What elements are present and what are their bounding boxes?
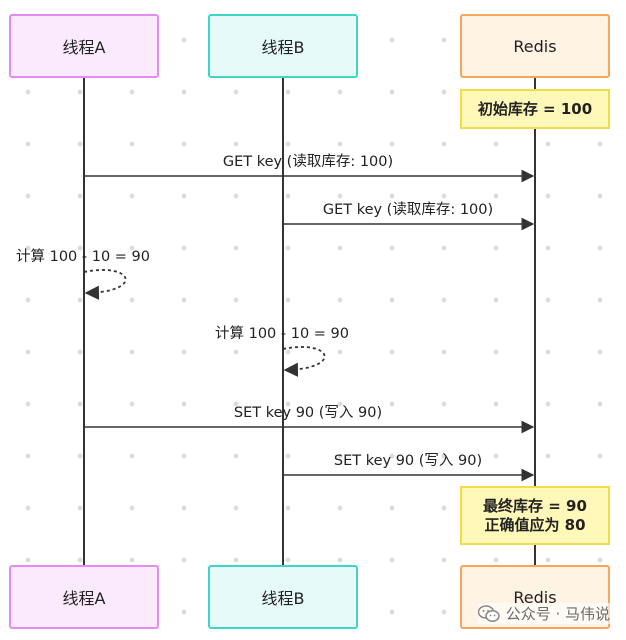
- message-label-6: SET key 90 (写入 90): [333, 453, 483, 469]
- note-final-stock: 最终库存 = 90 正确值应为 80: [460, 486, 610, 545]
- participant-label: 线程A: [62, 589, 106, 608]
- self-message-arrow-4: [282, 346, 326, 377]
- note-initial-stock: 初始库存 = 100: [460, 89, 610, 129]
- self-message-arrow-3: [83, 269, 127, 300]
- note-text-line2: 正确值应为 80: [484, 515, 586, 534]
- message-label-4: 计算 100 - 10 = 90: [215, 326, 350, 342]
- participant-thread-b-top: 线程B: [208, 14, 358, 78]
- message-label-3: 计算 100 - 10 = 90: [16, 249, 151, 265]
- note-text: 初始库存 = 100: [477, 99, 593, 118]
- participant-thread-b-bottom: 线程B: [208, 565, 358, 629]
- note-text-line1: 最终库存 = 90: [483, 496, 587, 515]
- participant-label: Redis: [513, 587, 557, 607]
- message-label-5: SET key 90 (写入 90): [233, 405, 383, 421]
- participant-label: 线程A: [62, 38, 106, 57]
- watermark-text: 公众号 · 马伟说: [505, 605, 610, 623]
- participant-thread-a-top: 线程A: [9, 14, 159, 78]
- participant-label: 线程B: [261, 589, 305, 608]
- participant-label: Redis: [513, 36, 557, 56]
- wechat-icon: [477, 604, 500, 622]
- watermark: 公众号 · 马伟说: [477, 603, 610, 624]
- participant-label: 线程B: [261, 38, 305, 57]
- message-label-2: GET key (读取库存: 100): [322, 202, 494, 218]
- participant-redis-top: Redis: [460, 14, 610, 78]
- participant-thread-a-bottom: 线程A: [9, 565, 159, 629]
- message-label-1: GET key (读取库存: 100): [222, 154, 394, 170]
